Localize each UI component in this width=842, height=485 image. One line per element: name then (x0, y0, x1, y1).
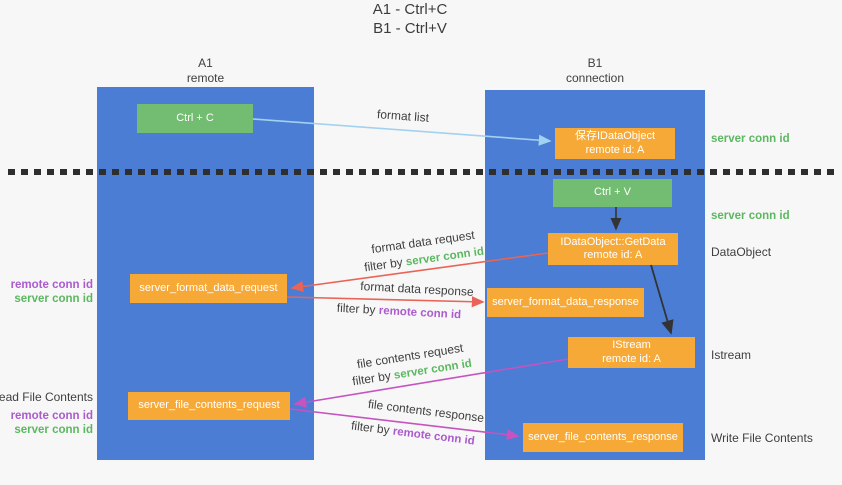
save-idataobject-line2: remote id: A (585, 143, 645, 156)
lifeline-a-header: A1 remote (97, 56, 314, 86)
lifeline-b-role: connection (565, 71, 625, 85)
remote-conn-id-text: remote conn id (392, 425, 476, 448)
left-read-file-contents-label: Read File Contents (0, 390, 93, 404)
left-remote-conn-id-1: remote conn id (10, 279, 93, 291)
left-server-conn-id-2: server conn id (14, 423, 93, 436)
right-dataobject-label: DataObject (711, 245, 772, 259)
filter-by-text: filter by (350, 418, 394, 438)
save-idataobject-line1: 保存IDataObject (574, 130, 656, 142)
save-idataobject-box: 保存IDataObject remote id: A (555, 128, 675, 159)
file-contents-response-label: file contents response (367, 396, 485, 426)
ctrl-v-box: Ctrl + V (553, 179, 672, 207)
right-write-file-contents-label: Write File Contents (711, 431, 813, 445)
istream-box: IStream remote id: A (568, 337, 695, 368)
filter-by-text: filter by (363, 254, 407, 275)
lifeline-b-header: B1 connection (485, 56, 705, 86)
title-line-2: B1 - Ctrl+V (373, 20, 447, 37)
server-file-contents-request-box: server_file_contents_request (128, 392, 290, 420)
ctrl-c-box: Ctrl + C (137, 104, 253, 133)
format-data-response-filter-label: filter by remote conn id (336, 301, 461, 321)
ctrl-v-label: Ctrl + V (594, 186, 631, 199)
lifeline-a-name: A1 (198, 56, 213, 70)
diagram-title: A1 - Ctrl+C B1 - Ctrl+V (0, 0, 820, 38)
getdata-box: IDataObject::GetData remote id: A (548, 233, 678, 265)
left-remote-conn-id-2: remote conn id (10, 410, 93, 422)
remote-conn-id-text: remote conn id (378, 304, 462, 322)
istream-line2: remote id: A (602, 352, 661, 365)
lifeline-b-name: B1 (587, 56, 603, 70)
lifeline-a-role: remote (186, 71, 225, 85)
format-list-label: format list (376, 107, 430, 125)
filter-by-text: filter by (336, 300, 380, 317)
getdata-line2: remote id: A (583, 249, 643, 261)
left-conn-id-group-1: remote conn id server conn id (11, 279, 93, 306)
left-conn-id-group-2: remote conn id server conn id (11, 410, 93, 437)
ctrl-c-label: Ctrl + C (176, 111, 214, 124)
server-format-data-request-box: server_format_data_request (130, 274, 287, 303)
server-file-contents-response-box: server_file_contents_response (523, 423, 683, 452)
right-server-conn-id-1: server conn id (711, 133, 790, 145)
right-istream-label: Istream (711, 348, 752, 362)
server-file-contents-request-label: server_file_contents_request (138, 399, 280, 412)
format-data-response-label: format data response (360, 279, 474, 299)
file-contents-response-filter-label: filter by remote conn id (350, 418, 475, 447)
server-format-data-request-label: server_format_data_request (139, 281, 278, 294)
server-format-data-response-label: server_format_data_response (492, 295, 639, 308)
right-server-conn-id-2: server conn id (711, 210, 790, 222)
title-line-1: A1 - Ctrl+C (372, 1, 448, 18)
getdata-line1: IDataObject::GetData (560, 235, 666, 248)
left-server-conn-id-1: server conn id (14, 292, 93, 305)
server-file-contents-response-label: server_file_contents_response (528, 430, 678, 443)
istream-line1: IStream (612, 339, 651, 351)
server-format-data-response-box: server_format_data_response (487, 288, 644, 317)
